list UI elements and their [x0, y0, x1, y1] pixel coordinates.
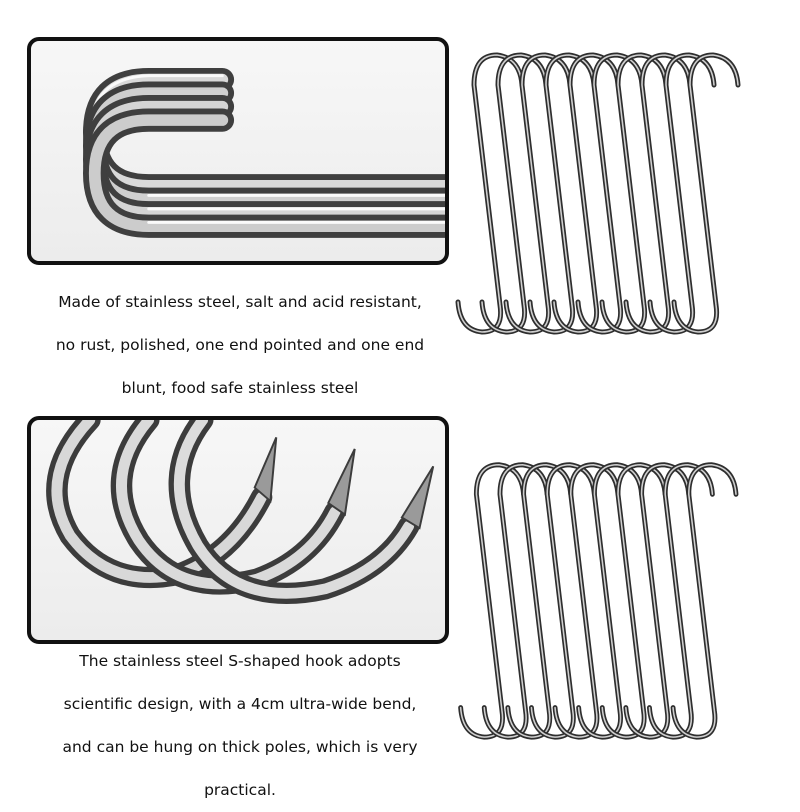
s-hook [671, 52, 741, 335]
closeup-pointed-ends-panel [27, 416, 449, 644]
caption-design-line-4: practical. [204, 781, 276, 799]
closeup-blunt-ends-image [82, 68, 445, 238]
s-hook [670, 462, 739, 740]
closeup-blunt-ends-panel [27, 37, 449, 265]
s-hooks-image-top [455, 52, 741, 335]
caption-design-line-3: and can be hung on thick poles, which is… [62, 738, 418, 756]
closeup-pointed-ends-image [46, 420, 435, 605]
caption-material-line-2: no rust, polished, one end pointed and o… [55, 336, 425, 354]
caption-design: The stainless steel S-shaped hook adopts… [20, 640, 460, 812]
s-hooks-group-bottom [452, 450, 782, 745]
caption-design-line-1: The stainless steel S-shaped hook adopts [79, 652, 401, 670]
caption-material-line-1: Made of stainless steel, salt and acid r… [58, 293, 422, 311]
caption-design-line-2: scientific design, with a 4cm ultra-wide… [63, 695, 417, 713]
caption-material-line-3: blunt, food safe stainless steel [121, 379, 359, 397]
caption-material: Made of stainless steel, salt and acid r… [20, 281, 460, 410]
s-hooks-group-top [452, 40, 782, 340]
s-hooks-image-bottom [458, 462, 739, 740]
